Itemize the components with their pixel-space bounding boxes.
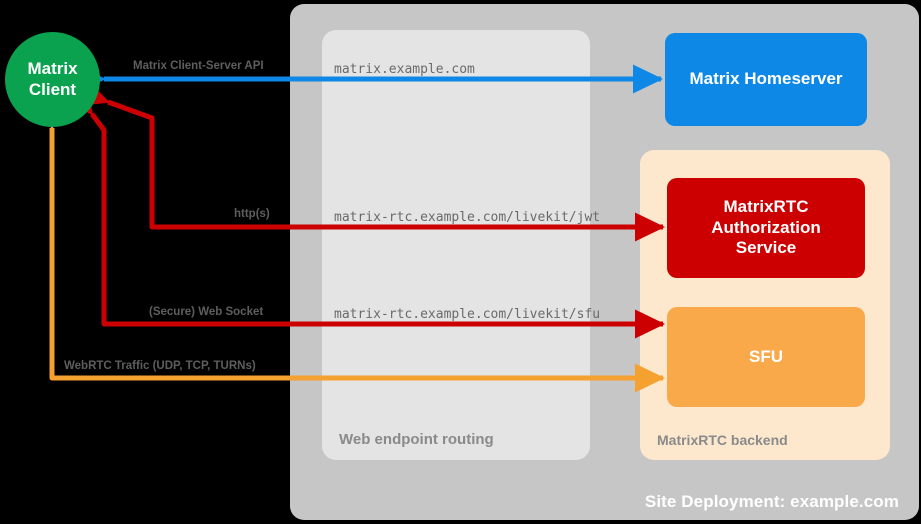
endpoint-livekit-jwt: matrix-rtc.example.com/livekit/jwt bbox=[334, 210, 601, 225]
matrixrtc-backend-label: MatrixRTC backend bbox=[657, 432, 788, 448]
web-endpoint-routing-label: Web endpoint routing bbox=[339, 431, 494, 448]
node-matrix-client[interactable]: Matrix Client bbox=[5, 32, 100, 127]
endpoint-livekit-sfu: matrix-rtc.example.com/livekit/sfu bbox=[334, 307, 601, 322]
edge-label-webrtc-traffic: WebRTC Traffic (UDP, TCP, TURNs) bbox=[64, 360, 256, 372]
endpoint-matrix-example-com: matrix.example.com bbox=[334, 62, 475, 77]
node-matrixrtc-authorization-service[interactable]: MatrixRTC Authorization Service bbox=[667, 178, 865, 278]
auth-service-label-line2: Authorization bbox=[711, 217, 821, 237]
site-deployment-label: Site Deployment: example.com bbox=[644, 492, 899, 511]
auth-service-label-line1: MatrixRTC bbox=[723, 196, 809, 216]
sfu-label: SFU bbox=[749, 346, 783, 366]
edge-label-http-s: http(s) bbox=[234, 208, 270, 220]
matrix-client-label-line2: Client bbox=[28, 79, 77, 99]
matrix-homeserver-label: Matrix Homeserver bbox=[689, 69, 843, 89]
auth-service-label-line3: Service bbox=[735, 238, 797, 258]
container-web-endpoint-routing: Web endpoint routing bbox=[322, 30, 590, 460]
edge-label-secure-web-socket: (Secure) Web Socket bbox=[149, 306, 264, 318]
edge-label-client-server-api: Matrix Client-Server API bbox=[133, 60, 264, 72]
node-sfu[interactable]: SFU bbox=[667, 307, 865, 407]
node-matrix-homeserver[interactable]: Matrix Homeserver bbox=[665, 33, 867, 126]
matrix-client-label-line1: Matrix bbox=[27, 59, 78, 79]
